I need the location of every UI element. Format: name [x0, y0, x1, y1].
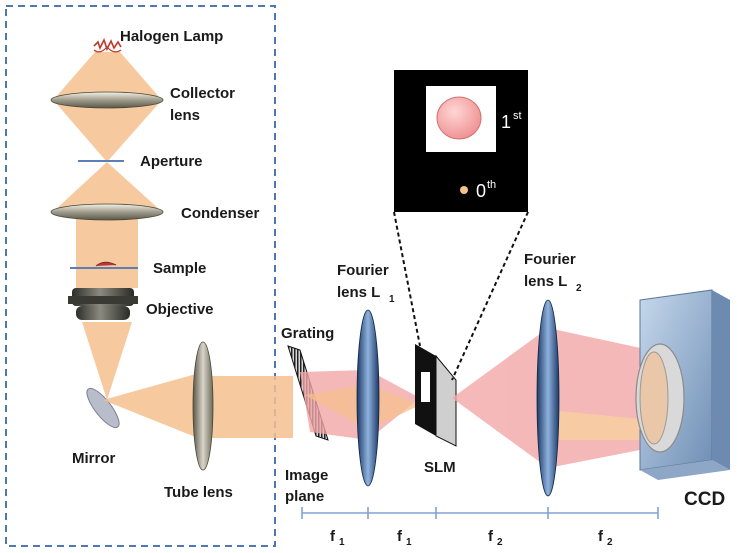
- first-order-spot: [436, 96, 482, 140]
- fourier-l1-label-2: lens L: [337, 284, 380, 301]
- fourier-l2-label-1: Fourier: [524, 251, 576, 268]
- inset-leader-right: [451, 211, 529, 381]
- collector-lens: [50, 91, 164, 109]
- tube-lens: [192, 341, 214, 471]
- distance-f2-b: f: [598, 528, 604, 545]
- condenser-lens: [50, 203, 164, 221]
- grating-label: Grating: [281, 325, 334, 342]
- collector-label-2: lens: [170, 107, 200, 124]
- zero-order-sup: th: [487, 179, 496, 191]
- distance-f2-b-sub: 2: [607, 537, 613, 548]
- first-order-sup: st: [513, 110, 522, 122]
- sample-label: Sample: [153, 260, 206, 277]
- fourier-l1-sub: 1: [389, 294, 395, 305]
- illumination-beam: [55, 52, 160, 400]
- slm-label: SLM: [424, 459, 456, 476]
- collector-label-1: Collector: [170, 85, 235, 102]
- condenser-label: Condenser: [181, 205, 260, 222]
- mirror-label: Mirror: [72, 450, 116, 467]
- distance-f1-a-sub: 1: [339, 537, 345, 548]
- mirror: [86, 387, 120, 429]
- slm-inset: 1 st 0 th: [394, 70, 528, 212]
- image-plane-label-2: plane: [285, 488, 324, 505]
- halogen-lamp-label: Halogen Lamp: [120, 28, 223, 45]
- zero-order-beam-1: [305, 384, 420, 430]
- ccd-label: CCD: [684, 489, 725, 510]
- first-order-label: 1: [501, 112, 511, 132]
- distance-f2-a: f: [488, 528, 494, 545]
- halogen-lamp: [93, 37, 122, 53]
- fourier-l2-label-2: lens L: [524, 273, 567, 290]
- sample-slide: [70, 261, 138, 269]
- distance-ruler: [301, 507, 659, 519]
- relay-beam: [103, 372, 293, 440]
- ccd-camera: [635, 289, 730, 480]
- distance-f1-b: f: [397, 528, 403, 545]
- microscope-frame: [5, 5, 276, 547]
- slm-device: [415, 344, 457, 447]
- fourier-l2-sub: 2: [576, 283, 582, 294]
- aperture-label: Aperture: [140, 153, 203, 170]
- fourier-lens-l1: [356, 309, 380, 487]
- distance-f1-a: f: [330, 528, 336, 545]
- filtered-beam: [452, 328, 650, 468]
- zero-order-spot: [460, 186, 468, 194]
- zero-order-label: 0: [476, 181, 486, 201]
- objective-lens: [68, 288, 138, 320]
- inset-leader-left: [393, 211, 421, 347]
- objective-label: Objective: [146, 301, 214, 318]
- fourier-lens-l2: [536, 299, 560, 497]
- fourier-l1-label-1: Fourier: [337, 262, 389, 279]
- image-plane-label-1: Image: [285, 467, 328, 484]
- distance-f2-a-sub: 2: [497, 537, 503, 548]
- distance-f1-b-sub: 1: [406, 537, 412, 548]
- tube-lens-label: Tube lens: [164, 484, 233, 501]
